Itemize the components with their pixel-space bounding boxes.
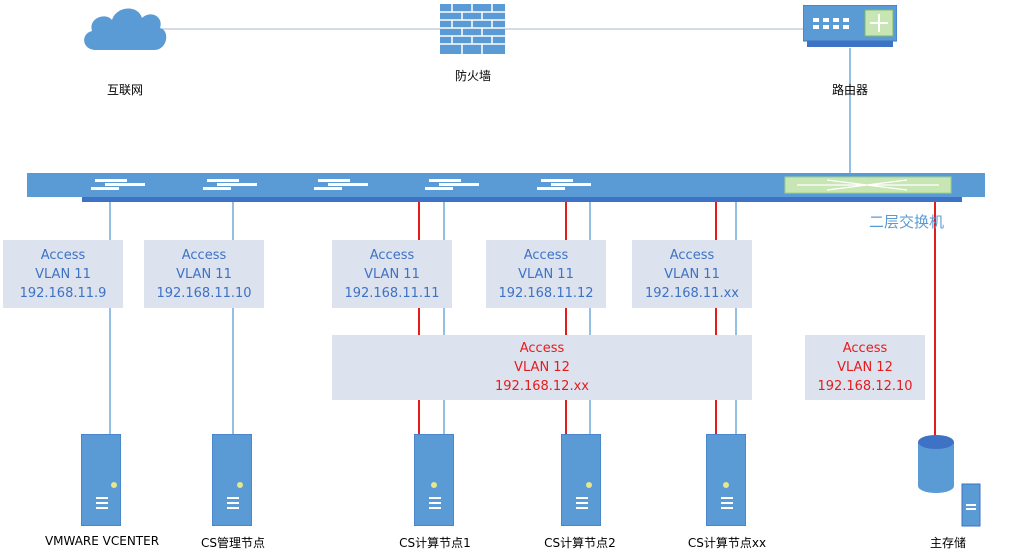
vlan11-box-nodexx: Access VLAN 11 192.168.11.xx <box>632 240 752 308</box>
ip-address: 192.168.11.10 <box>156 285 252 301</box>
ip-address: 192.168.11.11 <box>344 285 440 301</box>
router-icon <box>803 5 897 47</box>
switch-icon <box>27 173 985 202</box>
ip-address: 192.168.11.9 <box>19 285 107 301</box>
server-label-nodexx: CS计算节点xx <box>687 536 767 550</box>
vlan-id: VLAN 11 <box>364 266 420 282</box>
server-icon <box>414 434 454 526</box>
vlan-id: VLAN 12 <box>514 360 570 375</box>
storage-label: 主存储 <box>929 536 966 550</box>
vlan12-box-compute: Access VLAN 12 192.168.12.xx <box>332 335 752 400</box>
cloud-icon <box>84 8 167 50</box>
vlan11-box-mgmt: Access VLAN 11 192.168.11.10 <box>144 240 264 308</box>
server-icon <box>81 434 121 526</box>
server-icon <box>706 434 746 526</box>
server-label-mgmt: CS管理节点 <box>201 536 265 550</box>
vlan-mode: Access <box>842 341 888 356</box>
vlan-id: VLAN 11 <box>176 266 232 282</box>
vlan-mode: Access <box>523 247 569 263</box>
server-label-node2: CS计算节点2 <box>544 536 616 550</box>
server-label-vcenter: VMWARE VCENTER <box>44 534 160 548</box>
vlan11-box-node2: Access VLAN 11 192.168.11.12 <box>486 240 606 308</box>
router-label: 路由器 <box>831 83 868 97</box>
firewall-label: 防火墙 <box>454 69 491 83</box>
server-icon <box>212 434 252 526</box>
vlan12-box-storage: Access VLAN 12 192.168.12.10 <box>805 335 925 400</box>
vlan-id: VLAN 12 <box>837 360 893 375</box>
firewall-icon <box>440 4 505 54</box>
server-icon <box>561 434 601 526</box>
switch-label: 二层交换机 <box>869 213 945 231</box>
ip-address: 192.168.11.xx <box>645 285 739 301</box>
ip-address: 192.168.12.xx <box>495 379 589 394</box>
vlan-id: VLAN 11 <box>35 266 91 282</box>
vlan-id: VLAN 11 <box>664 266 720 282</box>
server-label-node1: CS计算节点1 <box>399 536 471 550</box>
database-icon <box>918 435 981 527</box>
ip-address: 192.168.12.10 <box>817 379 913 394</box>
vlan-mode: Access <box>669 247 715 263</box>
ip-address: 192.168.11.12 <box>498 285 594 301</box>
vlan-mode: Access <box>369 247 415 263</box>
vlan-id: VLAN 11 <box>518 266 574 282</box>
internet-label: 互联网 <box>106 83 143 97</box>
vlan-mode: Access <box>519 341 565 356</box>
vlan11-box-vcenter: Access VLAN 11 192.168.11.9 <box>3 240 123 308</box>
vlan-mode: Access <box>40 247 86 263</box>
vlan11-box-node1: Access VLAN 11 192.168.11.11 <box>332 240 452 308</box>
vlan-mode: Access <box>181 247 227 263</box>
